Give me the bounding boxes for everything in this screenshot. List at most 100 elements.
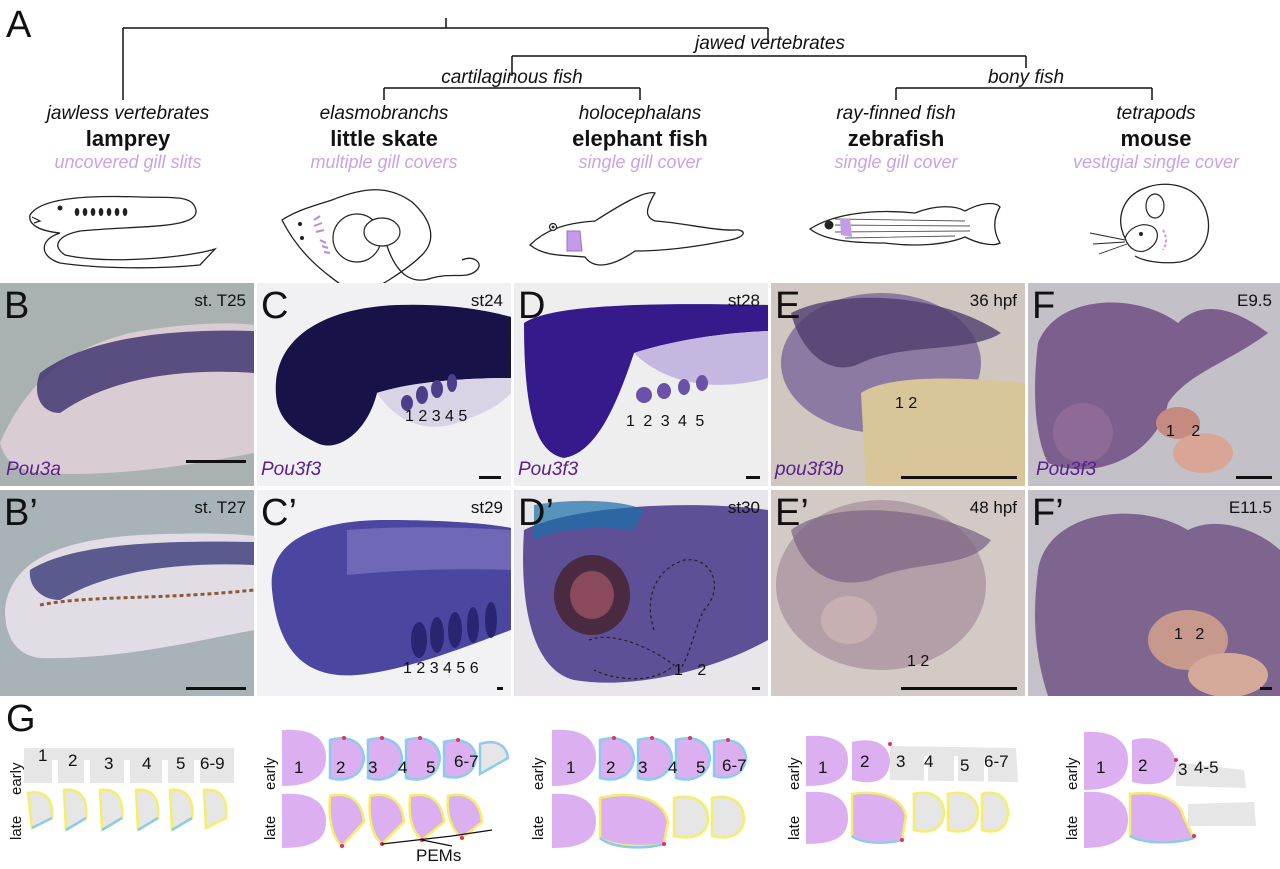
gill-schematic-mouse	[1084, 731, 1256, 848]
stage-label: st30	[727, 498, 760, 517]
phylogeny-tree	[122, 18, 1153, 100]
gene-label: Pou3f3	[1036, 459, 1097, 480]
clade-cartilaginous-fish: cartilaginous fish	[441, 67, 583, 88]
taxon-species: mouse	[1120, 126, 1192, 151]
schematic-number: 4	[142, 754, 152, 773]
schematic-number: 4-5	[1194, 758, 1219, 777]
stage-label: st24	[470, 291, 503, 310]
panel-letter: E	[775, 285, 801, 327]
taxon-species: little skate	[330, 126, 438, 151]
schematic-number: 2	[1138, 756, 1148, 775]
little-skate-drawing	[281, 189, 480, 297]
stage-label: st29	[470, 498, 503, 517]
row-label-early: early	[1064, 757, 1081, 790]
schematic-number: 5	[960, 756, 970, 775]
photo-panel-e-prime: E’ 48 hpf 1 2	[771, 490, 1025, 696]
stage-label: 36 hpf	[969, 291, 1017, 310]
panel-letter: D	[518, 285, 546, 327]
panel-letter: B’	[4, 492, 38, 534]
stage-label: 48 hpf	[969, 498, 1017, 517]
schematic-number: 4	[398, 758, 408, 777]
schematic-number: 6-7	[722, 756, 747, 775]
schematic-number: 3	[368, 758, 378, 777]
schematic-number: 6-7	[454, 752, 479, 771]
schematic-number: 3	[896, 752, 906, 771]
schematic-number: 1	[294, 758, 304, 777]
scale-bar	[497, 687, 503, 690]
schematic-number: 3	[104, 754, 114, 773]
photo-panel-e: E 36 hpf 1 2 pou3f3b	[771, 283, 1025, 486]
embryo-image	[271, 520, 511, 676]
panel-letter: B	[4, 285, 30, 327]
schematic-number: 3	[638, 758, 648, 777]
scale-bar	[901, 687, 1017, 690]
row-label-late: late	[8, 815, 25, 840]
taxon-species: zebrafish	[847, 126, 945, 151]
photo-panel-f-prime: F’ E11.5 1 2	[1028, 490, 1280, 696]
gill-schematic-lamprey	[24, 748, 234, 833]
schematic-number: 2	[606, 758, 616, 777]
arch-numbers: 1 2 3 4 5	[626, 413, 705, 430]
zebrafish-drawing	[808, 202, 1001, 246]
arch-numbers: 1 2	[1166, 423, 1201, 440]
clade-jawed-vertebrates: jawed vertebrates	[695, 33, 845, 54]
taxon-group: jawless vertebrates	[46, 103, 210, 124]
gene-label: Pou3a	[6, 459, 61, 480]
gill-schematic-zebrafish	[806, 735, 1018, 844]
stage-label: st. T27	[194, 498, 246, 517]
panel-letter-a: A	[6, 4, 32, 46]
panel-letter: D’	[518, 492, 554, 534]
stage-label: E9.5	[1237, 291, 1272, 310]
schematic-number: 2	[68, 751, 78, 770]
arch-numbers: 1 2 3 4 5 6	[403, 660, 479, 677]
gill-schematic-skate	[282, 729, 510, 848]
taxon-group: holocephalans	[578, 103, 702, 124]
row-label-early: early	[530, 757, 547, 790]
taxon-group: elasmobranchs	[319, 103, 449, 124]
embryo-image	[0, 323, 254, 474]
row-label-early: early	[8, 762, 25, 795]
embryo-image	[781, 293, 1025, 486]
scale-bar	[186, 460, 246, 463]
photo-panel-c-prime: C’ st29 1 2 3 4 5 6	[257, 490, 511, 696]
photo-panel-b-prime: B’ st. T27	[0, 490, 254, 696]
elephant-fish-drawing	[529, 191, 744, 266]
gene-label: Pou3f3	[518, 459, 579, 480]
schematic-number: 1	[566, 758, 576, 777]
row-label-late: late	[262, 815, 279, 840]
taxon-group: tetrapods	[1116, 103, 1196, 124]
taxon-species: elephant fish	[572, 126, 708, 151]
scale-bar	[479, 476, 501, 479]
schematic-number: 4	[924, 752, 934, 771]
row-label-early: early	[786, 757, 803, 790]
taxon-trait: vestigial single cover	[1072, 152, 1240, 172]
schematic-number: 6-9	[200, 754, 225, 773]
panel-letter-g: G	[6, 698, 36, 740]
embryo-image	[776, 500, 991, 670]
row-label-late: late	[530, 815, 547, 840]
photo-panel-d-prime: D’ st30 1 2	[514, 490, 768, 696]
embryo-image	[275, 304, 511, 446]
schematic-number: 5	[176, 754, 186, 773]
taxon-trait: single gill cover	[834, 152, 958, 172]
schematic-number: 2	[336, 758, 346, 777]
gill-schematic-elephant-fish	[552, 729, 748, 849]
photo-panel-b: B st. T25 Pou3a	[0, 283, 254, 486]
taxon-trait: multiple gill covers	[310, 152, 458, 172]
stage-label: st. T25	[194, 291, 246, 310]
row-label-early: early	[262, 757, 279, 790]
clade-bony-fish: bony fish	[987, 67, 1065, 88]
photo-panel-c: C st24 1 2 3 4 5 Pou3f3	[257, 283, 511, 486]
panel-letter: C’	[261, 492, 297, 534]
schematic-number: 2	[860, 752, 870, 771]
arch-numbers: 1 2	[895, 395, 918, 412]
photo-panel-d: D st28 1 2 3 4 5 Pou3f3	[514, 283, 768, 486]
schematic-number: 4	[668, 758, 678, 777]
schematic-number: 1	[38, 746, 48, 765]
arch-numbers: 1 2 3 4 5	[405, 408, 468, 425]
photo-panel-f: F E9.5 1 2 Pou3f3	[1028, 283, 1280, 486]
embryo-image	[523, 500, 768, 683]
taxon-group: ray-finned fish	[836, 103, 956, 124]
arch-numbers: 1 2	[907, 653, 930, 670]
scale-bar	[746, 476, 760, 479]
